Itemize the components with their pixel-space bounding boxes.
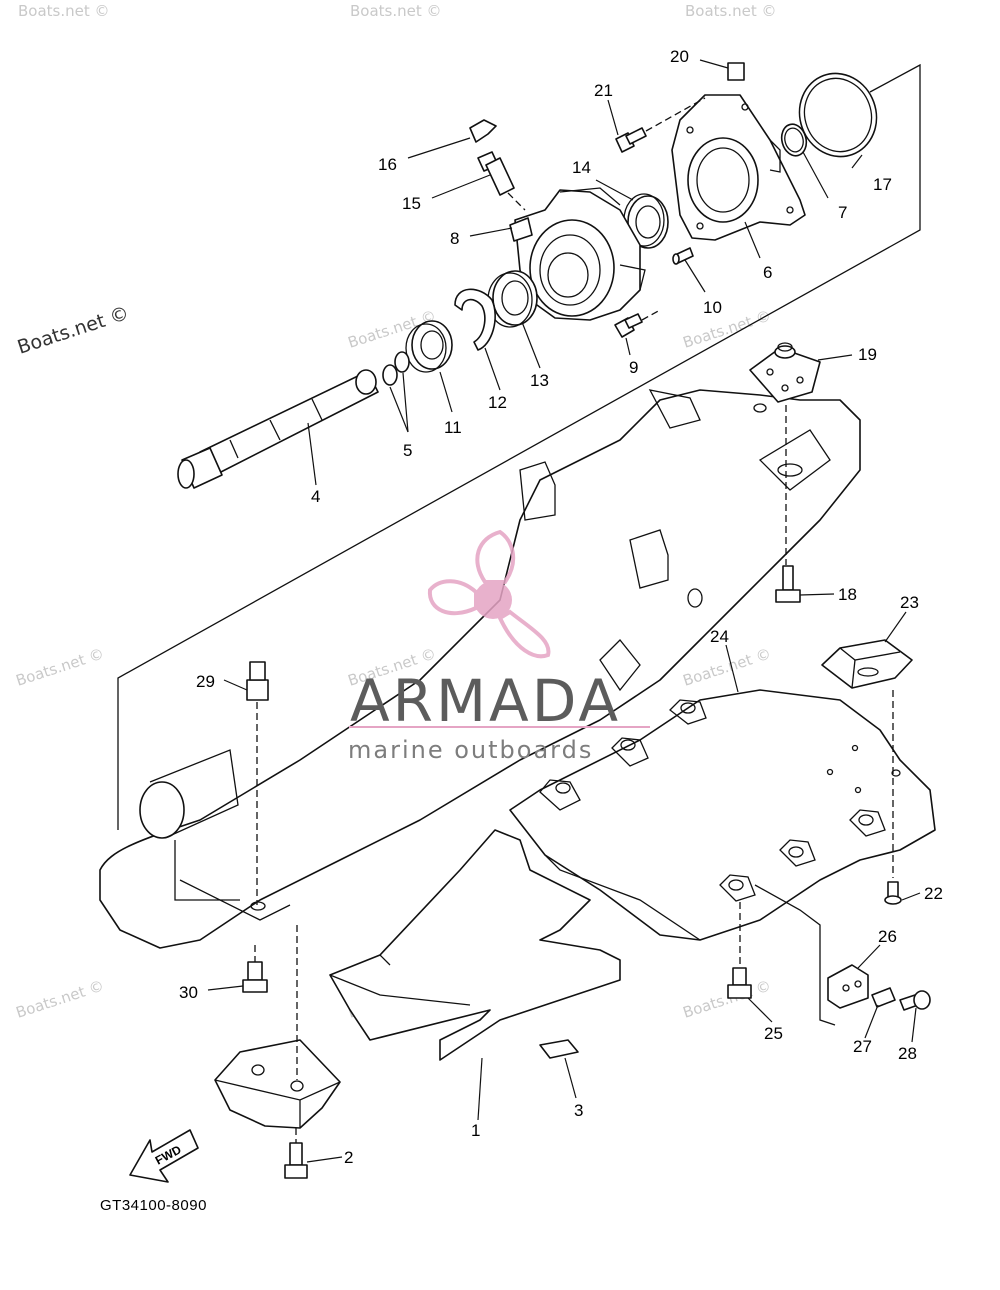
impeller-housing <box>509 187 646 321</box>
callout-27: 27 <box>853 1037 872 1056</box>
watermark: Boats.net © <box>685 2 777 20</box>
bracket <box>329 829 621 1061</box>
screw-22 <box>884 881 902 905</box>
leader-lines <box>207 59 921 1163</box>
o-rings-pair <box>382 351 410 386</box>
watermark: Boats.net © <box>681 976 774 1021</box>
callout-18: 18 <box>838 585 857 604</box>
watermark: Boats.net © <box>350 2 442 20</box>
watermark: Boats.net © <box>14 976 107 1021</box>
bolt <box>615 127 647 153</box>
washer-plate <box>871 987 896 1008</box>
watermark-prominent: Boats.net © <box>15 302 132 359</box>
callout-17: 17 <box>873 175 892 194</box>
callout-26: 26 <box>878 927 897 946</box>
clamp <box>827 964 869 1009</box>
callout-29: 29 <box>196 672 215 691</box>
callout-22: 22 <box>924 884 943 903</box>
callout-2: 2 <box>344 1148 353 1167</box>
callout-28: 28 <box>898 1044 917 1063</box>
callout-5: 5 <box>403 441 412 460</box>
bearing-housing <box>671 94 806 241</box>
callout-24: 24 <box>710 627 729 646</box>
callout-23: 23 <box>900 593 919 612</box>
callout-20: 20 <box>670 47 689 66</box>
identification-plate <box>727 62 745 81</box>
callout-19: 19 <box>858 345 877 364</box>
brand-tagline: marine outboards <box>348 736 593 764</box>
o-ring-large <box>798 72 878 158</box>
bolt-15 <box>477 151 515 196</box>
mounting-plate <box>749 342 821 403</box>
callout-3: 3 <box>574 1101 583 1120</box>
o-ring-small <box>780 123 808 157</box>
bolt-2 <box>284 1142 308 1179</box>
bolt-28 <box>899 990 931 1011</box>
callout-1: 1 <box>471 1121 480 1140</box>
pump-housing <box>99 389 861 949</box>
callout-25: 25 <box>764 1024 783 1043</box>
watermark: Boats.net © <box>18 2 110 20</box>
bracket-clip <box>821 639 913 689</box>
mount-block <box>214 1039 341 1129</box>
circlip <box>454 288 496 351</box>
callout-labels: 1 2 3 4 5 6 7 8 9 10 11 12 13 14 15 16 1… <box>179 47 943 1167</box>
callout-14: 14 <box>572 158 591 177</box>
callout-13: 13 <box>530 371 549 390</box>
watermark: Boats.net © <box>14 644 107 689</box>
callout-9: 9 <box>629 358 638 377</box>
callout-15: 15 <box>402 194 421 213</box>
rubber-pad <box>539 1039 579 1059</box>
bolt-29 <box>246 661 269 701</box>
callout-11: 11 <box>444 418 462 437</box>
callout-4: 4 <box>311 487 320 506</box>
callout-16: 16 <box>378 155 397 174</box>
bolt-9 <box>614 313 643 338</box>
callout-10: 10 <box>703 298 722 317</box>
oil-seal <box>405 320 453 373</box>
dowel-pin <box>672 247 694 265</box>
brand-logo: ARMADA marine outboards <box>348 529 650 764</box>
bolt-25 <box>727 967 752 999</box>
bolt-18 <box>775 565 801 603</box>
fwd-arrow-icon: FWD <box>129 1129 199 1183</box>
watermark: Boats.net © <box>681 306 774 351</box>
callout-30: 30 <box>179 983 198 1002</box>
callout-6: 6 <box>763 263 772 282</box>
callout-8: 8 <box>450 229 459 248</box>
callout-12: 12 <box>488 393 507 412</box>
group-outline <box>117 63 921 830</box>
ride-plate <box>509 689 936 941</box>
propeller-icon <box>427 529 551 659</box>
drive-shaft <box>177 369 379 489</box>
brand-name: ARMADA <box>350 667 621 735</box>
outline-26 <box>754 884 836 1026</box>
bolt-30 <box>242 961 268 993</box>
clip <box>469 119 497 143</box>
callout-21: 21 <box>594 81 613 100</box>
drawing-code: GT34100-8090 <box>100 1197 207 1214</box>
callout-7: 7 <box>838 203 847 222</box>
